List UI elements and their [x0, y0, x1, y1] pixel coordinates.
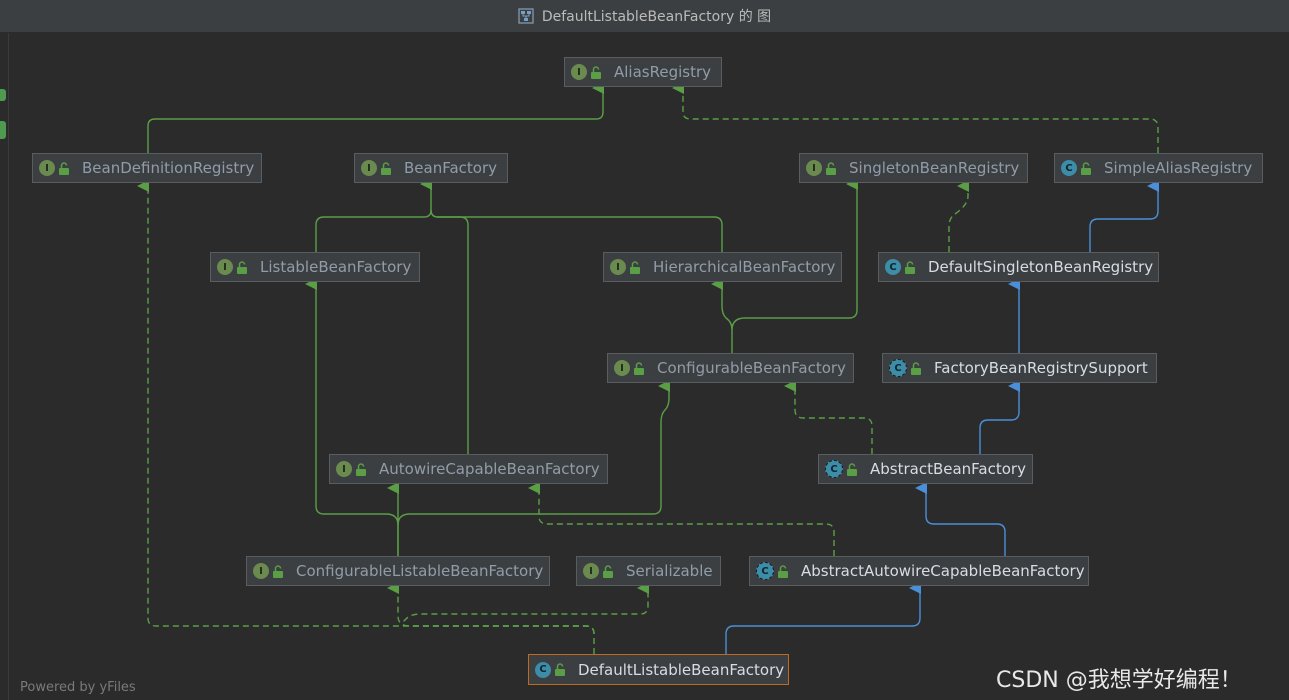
- node-autowire-capable-bean-factory[interactable]: I AutowireCapableBeanFactory: [329, 454, 608, 484]
- node-label: AliasRegistry: [614, 63, 712, 81]
- node-label: SingletonBeanRegistry: [849, 159, 1020, 177]
- node-bean-factory[interactable]: I BeanFactory: [354, 153, 508, 183]
- unlocked-icon: [591, 65, 601, 79]
- node-label: DefaultSingletonBeanRegistry: [928, 258, 1154, 276]
- node-label: ListableBeanFactory: [260, 258, 412, 276]
- gutter-marker[interactable]: [0, 89, 6, 101]
- node-label: AbstractAutowireCapableBeanFactory: [801, 562, 1085, 580]
- unlocked-icon: [273, 564, 283, 578]
- abstract-class-icon: C: [756, 562, 774, 580]
- window-title-bar: DefaultListableBeanFactory 的 图: [0, 0, 1289, 33]
- class-icon: C: [1061, 160, 1077, 176]
- edge-hbf-to-beanfactory: [430, 209, 723, 252]
- left-gutter: [0, 33, 7, 700]
- edge-acbf-to-beanfactory: [430, 209, 469, 454]
- node-label: HierarchicalBeanFactory: [653, 258, 836, 276]
- unlocked-icon: [381, 161, 391, 175]
- edge-cbf-to-sbr: [731, 178, 858, 331]
- unlocked-icon: [630, 260, 640, 274]
- node-label: FactoryBeanRegistrySupport: [934, 359, 1148, 377]
- unlocked-icon: [634, 361, 644, 375]
- node-listable-bean-factory[interactable]: I ListableBeanFactory: [210, 252, 420, 282]
- node-label: AutowireCapableBeanFactory: [379, 460, 600, 478]
- node-label: ConfigurableListableBeanFactory: [296, 562, 544, 580]
- edge-lbf-to-beanfactory: [315, 178, 432, 252]
- abstract-class-icon: C: [825, 460, 843, 478]
- window-title: DefaultListableBeanFactory 的 图: [541, 9, 772, 25]
- edge-cbf-to-hbf: [711, 278, 733, 353]
- edge-aacbf-to-abf: [915, 482, 1006, 556]
- hierarchy-diagram-icon: [518, 8, 534, 24]
- node-factory-bean-registry-support[interactable]: C FactoryBeanRegistrySupport: [882, 353, 1157, 383]
- edge-clbf-to-cbf: [397, 380, 670, 526]
- abstract-class-icon: C: [889, 359, 907, 377]
- edge-aacbf-to-acbf: [528, 482, 835, 556]
- watermark-text: CSDN @我想学好编程！: [996, 668, 1242, 693]
- interface-icon: I: [571, 64, 587, 80]
- edge-dlbf-to-clbf: [387, 582, 595, 635]
- unlocked-icon: [356, 462, 366, 476]
- edge-dlbf-to-aacbf: [725, 582, 921, 654]
- node-hierarchical-bean-factory[interactable]: I HierarchicalBeanFactory: [603, 252, 842, 282]
- interface-icon: I: [217, 259, 233, 275]
- node-configurable-listable-bean-factory[interactable]: I ConfigurableListableBeanFactory: [246, 556, 550, 586]
- node-default-singleton-bean-registry[interactable]: C DefaultSingletonBeanRegistry: [878, 252, 1159, 282]
- unlocked-icon: [847, 462, 857, 476]
- unlocked-icon: [603, 564, 613, 578]
- unlocked-icon: [237, 260, 247, 274]
- interface-icon: I: [361, 160, 377, 176]
- interface-icon: I: [614, 360, 630, 376]
- unlocked-icon: [59, 161, 69, 175]
- node-alias-registry[interactable]: I AliasRegistry: [564, 57, 722, 87]
- node-label: ConfigurableBeanFactory: [657, 359, 846, 377]
- unlocked-icon: [911, 361, 921, 375]
- edge-abf-to-cbf: [784, 380, 873, 454]
- powered-by-text: Powered by yFiles: [20, 680, 136, 695]
- class-icon: C: [885, 259, 901, 275]
- unlocked-icon: [905, 260, 915, 274]
- class-icon: C: [535, 661, 551, 678]
- node-label: Serializable: [626, 562, 713, 580]
- edge-bdr-to-aliasregistry: [147, 82, 604, 153]
- edge-simplealias-to-aliasregistry: [672, 82, 1159, 153]
- node-configurable-bean-factory[interactable]: I ConfigurableBeanFactory: [607, 353, 854, 383]
- interface-icon: I: [39, 160, 55, 176]
- interface-icon: I: [610, 259, 626, 275]
- node-abstract-bean-factory[interactable]: C AbstractBeanFactory: [818, 454, 1033, 484]
- interface-icon: I: [253, 563, 269, 579]
- interface-icon: I: [583, 563, 599, 579]
- unlocked-icon: [826, 161, 836, 175]
- edge-clbf-to-lbf: [305, 278, 399, 556]
- gutter-marker[interactable]: [0, 121, 6, 139]
- node-default-listable-bean-factory[interactable]: C DefaultListableBeanFactory: [528, 654, 789, 685]
- node-label: DefaultListableBeanFactory: [578, 660, 785, 679]
- node-singleton-bean-registry[interactable]: I SingletonBeanRegistry: [799, 153, 1028, 183]
- edge-dsbr-to-sbr: [948, 180, 969, 252]
- node-abstract-autowire-capable-bean-factory[interactable]: C AbstractAutowireCapableBeanFactory: [749, 556, 1089, 586]
- interface-icon: I: [806, 160, 822, 176]
- interface-icon: I: [336, 461, 352, 477]
- unlocked-icon: [1081, 161, 1091, 175]
- node-label: BeanDefinitionRegistry: [82, 159, 255, 177]
- node-bean-definition-registry[interactable]: I BeanDefinitionRegistry: [32, 153, 262, 183]
- node-simple-alias-registry[interactable]: C SimpleAliasRegistry: [1054, 153, 1263, 183]
- edge-dsbr-to-simplealias: [1089, 180, 1159, 252]
- node-label: SimpleAliasRegistry: [1104, 159, 1253, 177]
- edge-abf-to-fbrs: [979, 380, 1020, 454]
- edge-dlbf-to-serializable: [401, 582, 649, 635]
- unlocked-icon: [555, 663, 565, 676]
- node-serializable[interactable]: I Serializable: [576, 556, 721, 586]
- unlocked-icon: [778, 564, 788, 578]
- node-label: AbstractBeanFactory: [870, 460, 1026, 478]
- node-label: BeanFactory: [404, 159, 498, 177]
